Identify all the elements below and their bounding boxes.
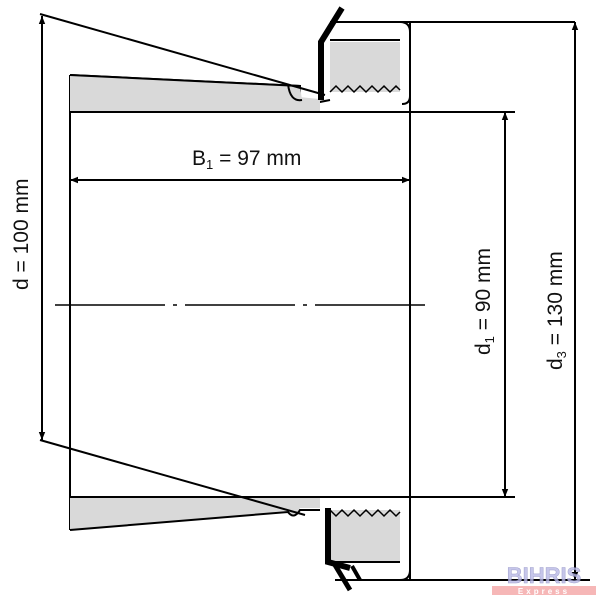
d-label: d = 100 mm (10, 179, 33, 290)
d1-label: d1 = 90 mm (472, 248, 497, 355)
lower-lock-washer (325, 508, 351, 571)
d3-label: d3 = 130 mm (544, 251, 569, 370)
svg-text:BIHRIS: BIHRIS (507, 563, 582, 588)
lower-nut (330, 510, 400, 562)
upper-nut (330, 42, 400, 92)
b1-label: B1 = 97 mm (192, 147, 301, 172)
watermark-logo: BIHRIS Express (492, 563, 596, 596)
svg-text:Express: Express (518, 587, 570, 596)
upper-lock-washer (318, 6, 345, 100)
